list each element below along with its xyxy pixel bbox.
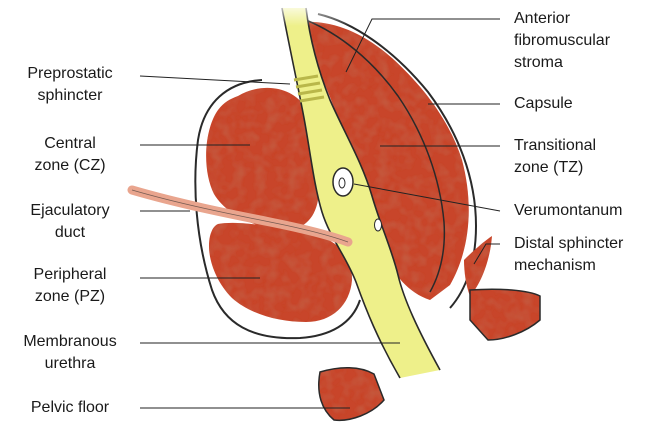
label-line: Ejaculatory [2, 200, 138, 222]
label-line: Capsule [514, 93, 573, 115]
label-ejaculatory-duct: Ejaculatory duct [2, 200, 138, 244]
label-line: Central [2, 133, 138, 155]
label-line: Transitional [514, 135, 596, 157]
label-line: Pelvic floor [2, 397, 138, 419]
label-verumontanum: Verumontanum [514, 200, 623, 222]
label-line: Anterior [514, 8, 610, 30]
label-line: sphincter [2, 85, 138, 107]
label-preprostatic-sphincter: Preprostatic sphincter [2, 63, 138, 107]
label-line: zone (CZ) [2, 155, 138, 177]
duct-opening [375, 219, 382, 231]
label-central-zone: Central zone (CZ) [2, 133, 138, 177]
distal-sphincter-band [464, 236, 492, 296]
label-line: Membranous [2, 331, 138, 353]
label-line: mechanism [514, 255, 623, 277]
label-anterior-fibromuscular-stroma: Anterior fibromuscular stroma [514, 8, 610, 74]
label-capsule: Capsule [514, 93, 573, 115]
label-line: Peripheral [2, 264, 138, 286]
label-line: zone (PZ) [2, 286, 138, 308]
label-line: Preprostatic [2, 63, 138, 85]
label-peripheral-zone: Peripheral zone (PZ) [2, 264, 138, 308]
label-pelvic-floor: Pelvic floor [2, 397, 138, 419]
label-transitional-zone: Transitional zone (TZ) [514, 135, 596, 179]
label-line: urethra [2, 353, 138, 375]
label-line: stroma [514, 52, 610, 74]
utricle-opening [339, 178, 345, 188]
label-line: zone (TZ) [514, 157, 596, 179]
label-line: duct [2, 222, 138, 244]
label-line: Distal sphincter [514, 233, 623, 255]
label-line: fibromuscular [514, 30, 610, 52]
label-membranous-urethra: Membranous urethra [2, 331, 138, 375]
label-line: Verumontanum [514, 200, 623, 222]
label-distal-sphincter-mechanism: Distal sphincter mechanism [514, 233, 623, 277]
